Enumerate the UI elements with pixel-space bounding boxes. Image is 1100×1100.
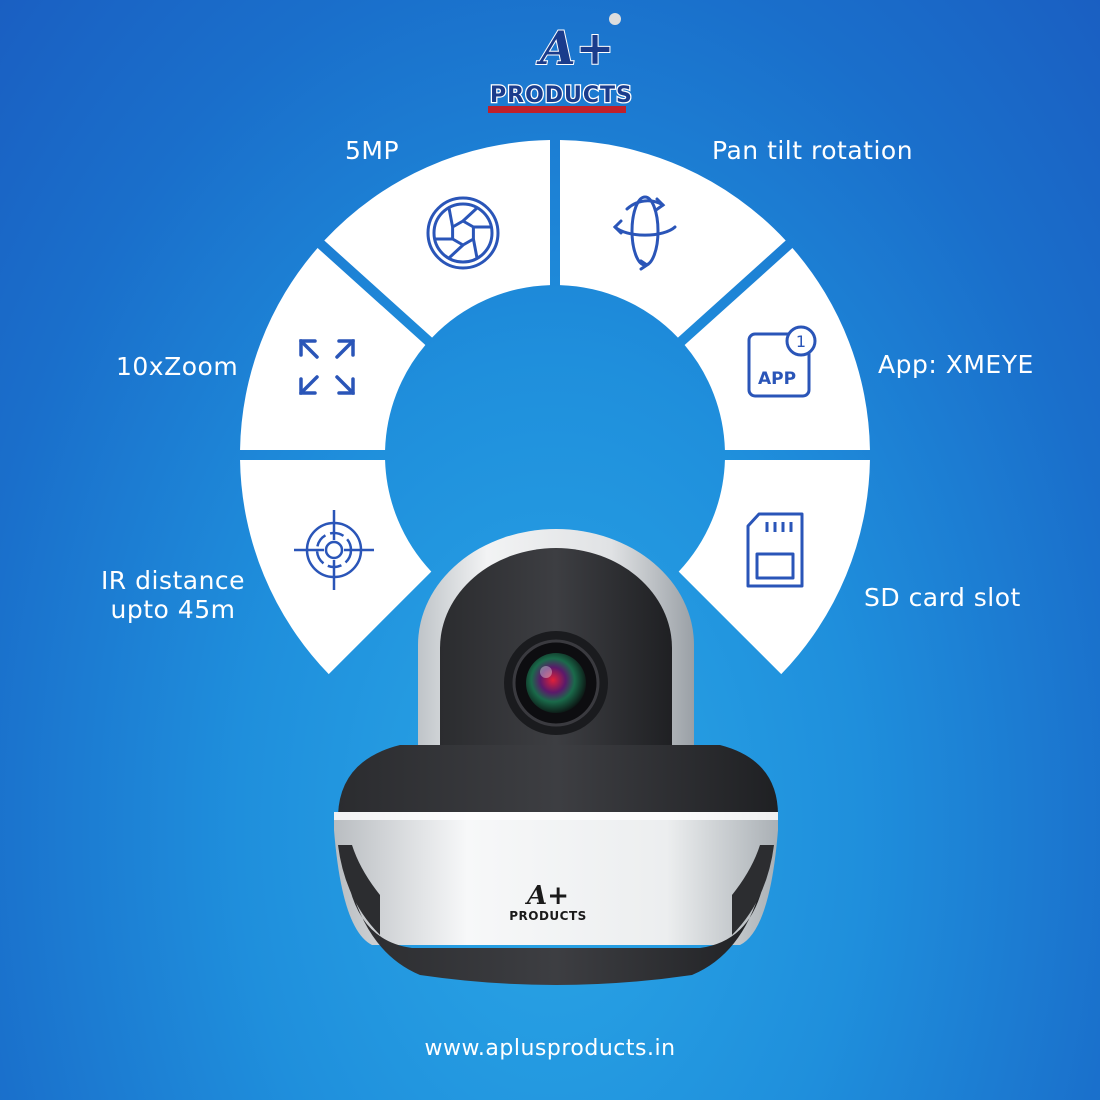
camera-logo-name: PRODUCTS bbox=[509, 909, 587, 923]
brand-logo: A+ PRODUCTS bbox=[478, 6, 638, 116]
aperture-icon bbox=[426, 196, 500, 270]
target-icon bbox=[294, 510, 374, 590]
feature-label-ir: IR distance upto 45m bbox=[98, 566, 248, 625]
logo-name: PRODUCTS bbox=[490, 83, 633, 108]
feature-label-ir-line2: upto 45m bbox=[110, 594, 236, 624]
segment-pan-tilt bbox=[559, 140, 786, 338]
segment-app bbox=[684, 247, 870, 451]
feature-label-zoom: 10xZoom bbox=[116, 352, 239, 381]
registered-icon bbox=[609, 13, 621, 25]
expand-arrows-icon bbox=[299, 339, 355, 395]
sd-card-icon bbox=[746, 512, 804, 588]
feature-label-5mp: 5MP bbox=[345, 136, 400, 165]
rotation-icon bbox=[612, 195, 677, 271]
camera-logo-mark: A+ bbox=[524, 881, 569, 911]
segment-sd bbox=[678, 459, 870, 675]
feature-label-app: App: XMEYE bbox=[878, 350, 1034, 379]
logo-underline bbox=[488, 106, 626, 113]
feature-label-ir-line1: IR distance bbox=[100, 566, 246, 595]
feature-label-pan-tilt: Pan tilt rotation bbox=[712, 136, 914, 165]
website-link[interactable]: www.aplusproducts.in bbox=[424, 1036, 676, 1061]
segment-zoom-upper bbox=[240, 247, 426, 451]
app-badge-icon: 1 APP bbox=[747, 325, 817, 398]
feature-label-sd: SD card slot bbox=[864, 583, 1021, 612]
app-icon-text: APP bbox=[758, 369, 796, 389]
camera-image: A+ PRODUCTS bbox=[334, 529, 778, 985]
logo-mark: A+ bbox=[536, 21, 614, 75]
app-badge-count: 1 bbox=[796, 332, 806, 351]
